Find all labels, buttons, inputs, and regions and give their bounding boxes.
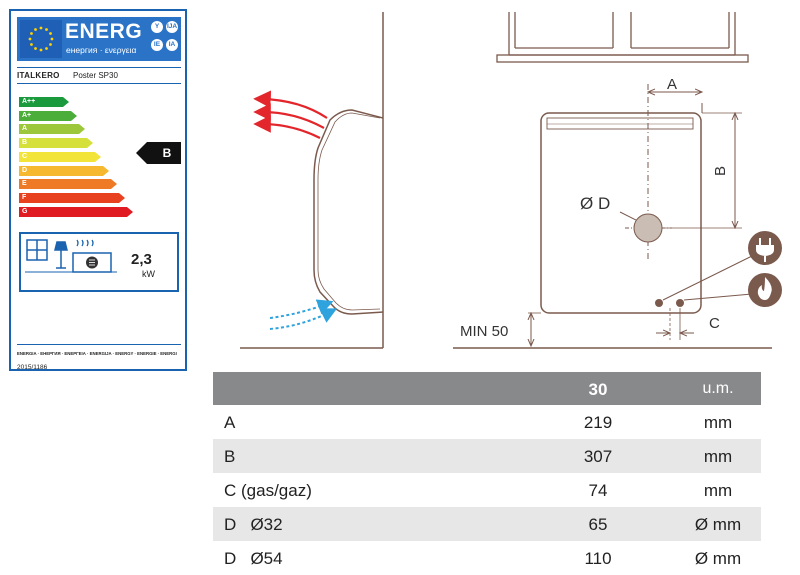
row-name: C (gas/gaz)	[224, 481, 312, 500]
function-box	[19, 232, 179, 292]
gas-connection-point	[676, 299, 684, 307]
supplier-name: ITALKERO	[17, 71, 60, 80]
front-view	[453, 12, 782, 349]
energy-class-bar: B	[19, 138, 93, 149]
table-row: C (gas/gaz) 74 mm	[213, 473, 761, 507]
regulation-number: 2015/1186	[17, 364, 48, 371]
power-plug-icon	[748, 231, 782, 265]
power-unit: kW	[142, 269, 155, 279]
eu-flag-icon	[20, 20, 62, 58]
heater-side-profile	[313, 109, 384, 315]
power-value: 2,3	[131, 251, 152, 268]
row-value: 74	[588, 481, 608, 500]
table-row: D Ø32 65 Ø mm	[213, 507, 761, 541]
divider	[17, 67, 181, 68]
dimension-label-a: A	[667, 76, 677, 93]
divider	[17, 344, 181, 345]
table-row: A 219 mm	[213, 405, 761, 439]
side-view	[240, 12, 384, 349]
row-name: D Ø54	[224, 549, 283, 568]
row-name: A	[224, 413, 236, 432]
window-frame	[496, 12, 749, 63]
energy-label-title: ENERG	[65, 20, 143, 43]
energy-class-bar: D	[19, 165, 109, 176]
lang-badge: Y	[151, 21, 163, 33]
row-unit: Ø mm	[694, 515, 742, 534]
lang-badge: IE	[151, 39, 163, 51]
row-value: 110	[584, 549, 612, 568]
gas-flame-icon	[748, 273, 782, 307]
model-name: Poster SP30	[73, 71, 118, 80]
heater-front-body	[540, 112, 702, 314]
flue-hole	[633, 213, 663, 243]
installation-diagram: A B Ø D C MIN 50	[240, 12, 782, 349]
lang-badge: IJA	[166, 21, 178, 33]
energy-label: ENERG енергия · ενεργεια Y IJA IE IA ITA…	[9, 9, 187, 371]
energy-class-bar: G	[19, 206, 133, 217]
row-name: D Ø32	[224, 515, 283, 534]
spec-table: 30 u.m. A 219 mm B 307 mm C (gas/gaz) 74…	[213, 372, 761, 575]
energy-label-subtitle: енергия · ενεργεια	[66, 45, 137, 55]
energy-class-bar: A	[19, 124, 85, 135]
lamp-icon	[54, 241, 68, 269]
energy-class-bar: E	[19, 179, 117, 190]
energy-class-bar: F	[19, 192, 125, 203]
power-connection-point	[655, 299, 663, 307]
dimension-label-min: MIN 50	[460, 323, 508, 340]
cold-air-arrows	[269, 299, 338, 330]
dimension-label-d: Ø D	[580, 194, 610, 213]
table-row: D Ø54 110 Ø mm	[213, 541, 761, 575]
header-unit: u.m.	[702, 380, 734, 397]
table-header-row: 30 u.m.	[213, 372, 761, 405]
energy-class-bar: A++	[19, 97, 69, 107]
lang-badge: IA	[166, 39, 178, 51]
dimension-label-c: C	[709, 315, 720, 332]
row-value: 307	[583, 447, 613, 466]
energy-class-bar: A+	[19, 110, 77, 121]
row-unit: Ø mm	[694, 549, 742, 568]
row-unit: mm	[703, 413, 733, 432]
divider	[17, 83, 181, 84]
rated-class-indicator: B	[136, 142, 181, 164]
window-icon	[26, 239, 48, 261]
energy-label-header: ENERG енергия · ενεργεια Y IJA IE IA	[17, 17, 181, 61]
row-name: B	[224, 447, 236, 466]
row-unit: mm	[703, 447, 733, 466]
header-model: 30	[588, 380, 608, 399]
heat-waves-icon	[76, 239, 94, 247]
energy-words: ENERGIA · ЕНЕРГИЯ · ΕΝΕΡΓΕΙΑ · ENERGIJA …	[17, 351, 177, 356]
row-value: 65	[588, 515, 608, 534]
dimension-label-b: B	[712, 166, 729, 176]
row-unit: mm	[703, 481, 733, 500]
table-row: B 307 mm	[213, 439, 761, 473]
energy-class-bar: C	[19, 151, 101, 162]
hot-air-arrows	[253, 90, 328, 139]
row-value: 219	[583, 413, 613, 432]
